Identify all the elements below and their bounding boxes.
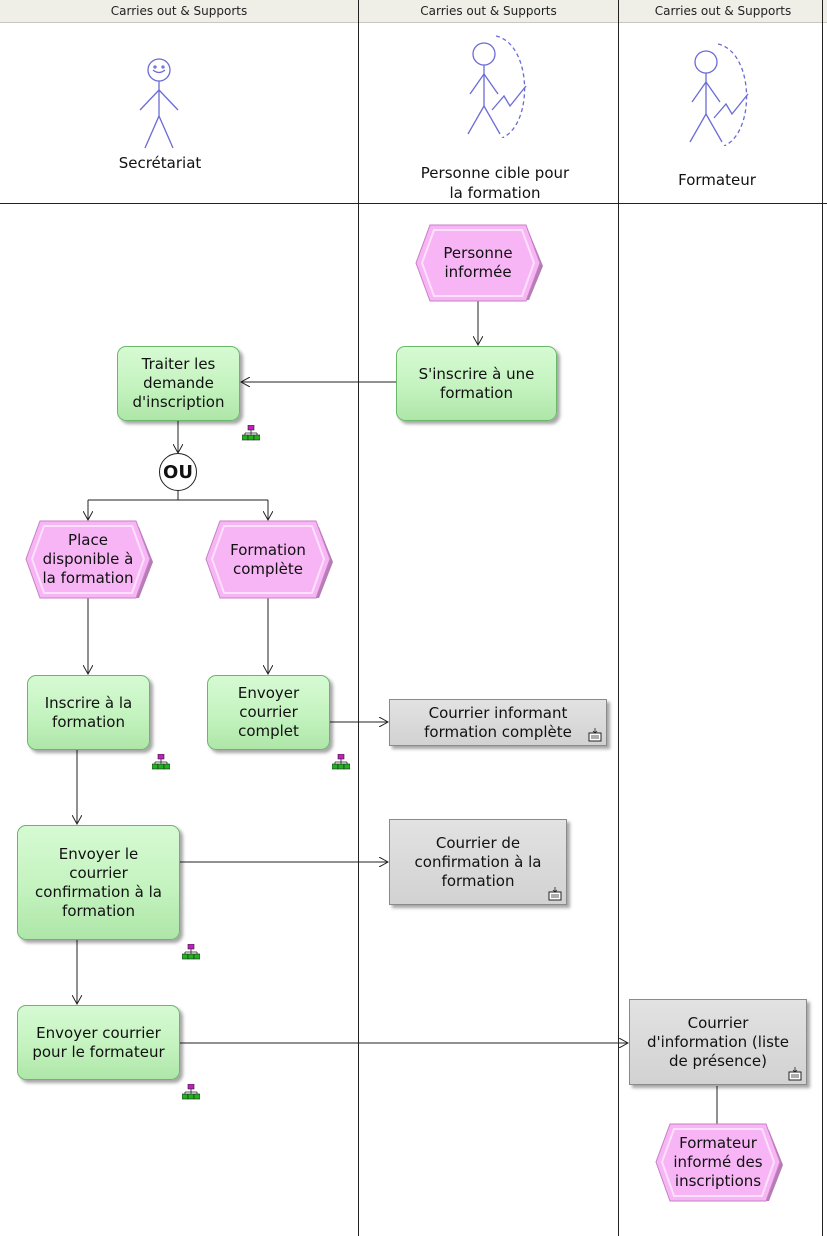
event-hexagon-shape bbox=[25, 520, 153, 599]
document-label: Courrier informant formation complète bbox=[424, 703, 572, 741]
function-envoyer-courrier-complet[interactable]: Envoyer courrier complet bbox=[207, 675, 330, 750]
actor-label-formateur: Formateur bbox=[678, 171, 756, 189]
event-label: Personne informée bbox=[443, 244, 513, 281]
header-divider bbox=[0, 203, 827, 204]
formateur-actor-icon bbox=[689, 43, 749, 146]
function-label: Traiter les demande d'inscription bbox=[132, 355, 225, 411]
document-courrier-information[interactable]: Courrier d'information (liste de présenc… bbox=[629, 999, 807, 1085]
lane-divider-1 bbox=[358, 0, 359, 1236]
function-label: Inscrire à la formation bbox=[44, 693, 133, 731]
event-hexagon-shape bbox=[205, 520, 333, 599]
hierarchy-icon[interactable] bbox=[182, 944, 200, 960]
hierarchy-icon[interactable] bbox=[182, 1084, 200, 1100]
function-traiter-demande[interactable]: Traiter les demande d'inscription bbox=[117, 346, 240, 421]
function-label: S'inscrire à une formation bbox=[418, 364, 535, 402]
event-place-disponible[interactable]: Place disponible à la formation bbox=[25, 520, 153, 599]
event-label: Formateur informé des inscriptions bbox=[673, 1134, 763, 1190]
or-operator-label: OU bbox=[163, 461, 193, 483]
hierarchy-icon[interactable] bbox=[332, 754, 350, 770]
document-courrier-complet[interactable]: Courrier informant formation complète bbox=[389, 699, 607, 746]
actor-label-personne-cible: Personne cible pour la formation bbox=[420, 164, 570, 202]
personne-cible-actor-icon bbox=[467, 35, 527, 138]
lane-divider-2 bbox=[618, 0, 619, 1236]
function-label: Envoyer courrier complet bbox=[237, 684, 300, 740]
function-label: Envoyer le courrier confirmation à la fo… bbox=[35, 844, 162, 920]
document-icon bbox=[788, 1067, 802, 1081]
event-label: Place disponible à la formation bbox=[42, 531, 134, 587]
lane-header-formateur: Carries out & Supports bbox=[619, 0, 827, 23]
hierarchy-icon[interactable] bbox=[152, 754, 170, 770]
function-sinscrire-formation[interactable]: S'inscrire à une formation bbox=[396, 346, 557, 421]
event-formateur-informe[interactable]: Formateur informé des inscriptions bbox=[655, 1123, 783, 1202]
lane-header-secretariat: Carries out & Supports bbox=[0, 0, 358, 23]
document-icon bbox=[588, 728, 602, 742]
document-label: Courrier de confirmation à la formation bbox=[414, 833, 542, 890]
function-envoyer-formateur[interactable]: Envoyer courrier pour le formateur bbox=[17, 1005, 180, 1080]
event-label: Formation complète bbox=[230, 540, 306, 578]
function-inscrire-formation[interactable]: Inscrire à la formation bbox=[27, 675, 150, 750]
event-hexagon-shape bbox=[655, 1123, 783, 1202]
function-label: Envoyer courrier pour le formateur bbox=[32, 1023, 165, 1061]
or-operator[interactable]: OU bbox=[159, 453, 197, 491]
hierarchy-icon[interactable] bbox=[242, 425, 260, 441]
document-label: Courrier d'information (liste de présenc… bbox=[646, 1013, 790, 1070]
document-courrier-confirmation[interactable]: Courrier de confirmation à la formation bbox=[389, 819, 567, 905]
document-icon bbox=[548, 887, 562, 901]
event-formation-complete[interactable]: Formation complète bbox=[205, 520, 333, 599]
event-personne-informee[interactable]: Personne informée bbox=[415, 224, 543, 302]
event-hexagon-shape bbox=[415, 224, 543, 302]
lane-divider-3 bbox=[822, 0, 823, 1236]
function-envoyer-confirmation[interactable]: Envoyer le courrier confirmation à la fo… bbox=[17, 825, 180, 940]
actor-label-secretariat: Secrétariat bbox=[118, 154, 202, 172]
lane-header-personne-cible: Carries out & Supports bbox=[359, 0, 618, 23]
secretariat-actor-icon bbox=[139, 58, 179, 149]
